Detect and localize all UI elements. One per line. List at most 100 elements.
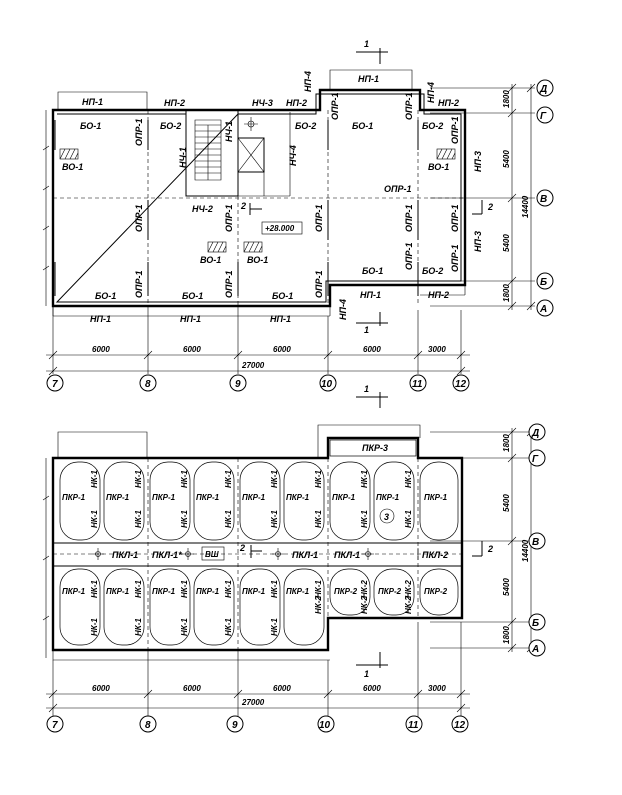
label-np1: НП-1 <box>270 314 291 324</box>
label-bo1: БО-1 <box>80 121 101 131</box>
label-pkr1: ПКР-1 <box>286 587 310 596</box>
axis-bubble-12-bottom: 12 <box>451 715 469 733</box>
vent-block-hatch <box>436 148 456 160</box>
svg-text:12: 12 <box>454 720 466 731</box>
label-bo1: БО-1 <box>352 121 373 131</box>
label-pkr1: ПКР-1 <box>242 493 266 502</box>
bottom-top-frames <box>42 424 421 661</box>
label-nch3: НЧ-3 <box>252 98 273 108</box>
dim-y-5400-b: 5400 <box>502 578 511 596</box>
label-pkr1: ПКР-1 <box>286 493 310 502</box>
dim-x-6000: 6000 <box>183 345 201 354</box>
label-nk1: НК-1 <box>360 470 369 488</box>
axis-bubble-7-top: 7 <box>46 374 64 392</box>
section-1-bottom-label: 1 <box>364 325 369 335</box>
label-bo2: БО-2 <box>295 121 316 131</box>
svg-text:А: А <box>531 644 539 655</box>
label-opr1: ОПР-1 <box>224 271 234 298</box>
top-right-dim-lines <box>430 83 536 311</box>
label-pkr2: ПКР-2 <box>378 587 402 596</box>
section-2-left-marker-b <box>250 545 262 558</box>
svg-text:В: В <box>540 194 547 205</box>
dim-y-total-b: 14400 <box>521 539 530 562</box>
dim-x-6000-b: 6000 <box>363 684 381 693</box>
dim-x-3000-b: 3000 <box>428 684 446 693</box>
section-1-top-marker-b <box>356 392 388 408</box>
slab-lower <box>283 568 325 646</box>
label-bo1: БО-1 <box>95 291 116 301</box>
label-opr1: ОПР-1 <box>450 117 460 144</box>
beam-column-circle <box>185 551 191 557</box>
vsh-box <box>201 546 225 561</box>
svg-text:Г: Г <box>532 454 539 465</box>
label-nk1: НК-1 <box>90 510 99 528</box>
label-np2: НП-2 <box>286 98 307 108</box>
dim-x-6000-b: 6000 <box>183 684 201 693</box>
label-nk1: НК-1 <box>314 510 323 528</box>
label-nk1: НК-1 <box>224 510 233 528</box>
label-nk2: НК-2 <box>404 580 413 598</box>
label-nk1: НК-1 <box>270 510 279 528</box>
svg-text:Б: Б <box>540 277 547 288</box>
label-opr1: ОПР-1 <box>314 205 324 232</box>
label-np1: НП-1 <box>90 314 111 324</box>
label-opr1: ОПР-1 <box>224 205 234 232</box>
label-np2: НП-2 <box>428 290 449 300</box>
label-pkl1-star: ПКЛ-1* <box>152 550 182 560</box>
vent-block <box>207 241 227 253</box>
slab-lower <box>193 568 235 646</box>
label-pkr2: ПКР-2 <box>334 587 358 596</box>
nk-labels-upper: НК-1 НК-1 НК-1 НК-1 НК-1 НК-1 НК-1 НК-1 … <box>90 470 413 528</box>
label-nk2: НК-2 <box>314 596 323 614</box>
label-nk1: НК-1 <box>134 510 143 528</box>
section-2-right-marker <box>472 200 483 215</box>
axis-bubble-11-top: 11 <box>409 374 427 392</box>
slab-lower <box>103 568 145 646</box>
slab-pkr3 <box>329 439 417 457</box>
svg-text:7: 7 <box>52 379 58 390</box>
dim-x-6000-b: 6000 <box>92 684 110 693</box>
label-pkr1: ПКР-1 <box>332 493 356 502</box>
label-pkr3: ПКР-3 <box>362 443 388 453</box>
label-nk1: НК-1 <box>270 618 279 636</box>
label-vo1: ВО-1 <box>247 255 268 265</box>
detail-mark-3-circle <box>379 508 395 524</box>
svg-text:Г: Г <box>540 111 547 122</box>
slab-lower <box>373 568 415 616</box>
label-nk1: НК-1 <box>404 470 413 488</box>
label-nk2: НК-2 <box>404 596 413 614</box>
label-nk1: НК-1 <box>180 470 189 488</box>
label-np2: НП-2 <box>164 98 185 108</box>
axis-bubble-8-top: 8 <box>139 374 157 392</box>
label-nk1: НК-1 <box>134 470 143 488</box>
beam-column-circle <box>95 551 101 557</box>
axis-bubble-B-top: Б <box>536 272 554 290</box>
vent-block-hatch <box>59 148 79 160</box>
section-2-left-label-b: 2 <box>239 543 245 553</box>
axis-bubble-V-bottom: В <box>528 532 546 550</box>
axis-bubble-9-top: 9 <box>229 374 247 392</box>
axis-bubble-G-top: Г <box>536 106 554 124</box>
label-nch4: НЧ-1 <box>224 121 234 142</box>
label-bo2: БО-2 <box>160 121 181 131</box>
slab-upper <box>193 461 235 541</box>
label-pkr1: ПКР-1 <box>376 493 400 502</box>
section-2-right-marker-b <box>472 541 483 557</box>
axis-bubble-G-bottom: Г <box>528 449 546 467</box>
label-np4: НП-4 <box>426 82 436 103</box>
slab-lower <box>59 568 101 646</box>
label-bo1: БО-1 <box>362 266 383 276</box>
axis-bubble-A-top: А <box>536 299 554 317</box>
upper-slab-row <box>59 461 459 541</box>
label-opr1: ОПР-1 <box>330 93 340 120</box>
label-opr1: ОПР-1 <box>404 243 414 270</box>
stair-steps <box>194 119 222 181</box>
label-opr1: ОПР-1 <box>384 184 411 194</box>
elevator-marker-cross <box>244 117 258 131</box>
label-np3: НП-3 <box>473 231 483 252</box>
dim-x-3000: 3000 <box>428 345 446 354</box>
label-pkl1: ПКЛ-1 <box>112 550 138 560</box>
axis-bubble-7-bottom: 7 <box>46 715 64 733</box>
axis-bubble-V-top: В <box>536 189 554 207</box>
